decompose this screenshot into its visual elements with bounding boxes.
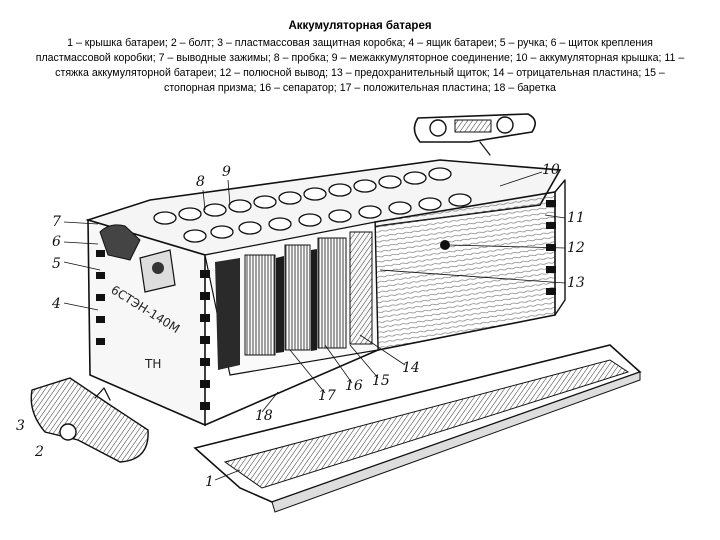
battery-lid — [193, 344, 642, 513]
callout-13: 13 — [567, 275, 585, 291]
callout-8: 8 — [196, 174, 205, 190]
callout-1: 1 — [205, 474, 214, 490]
callout-15: 15 — [372, 373, 390, 389]
callout-6: 6 — [52, 234, 61, 250]
callout-16: 16 — [345, 378, 363, 394]
battery-box — [85, 159, 566, 427]
figure-caption: 1 – крышка батареи; 2 – болт; 3 – пластм… — [35, 37, 685, 94]
callout-3: 3 — [16, 418, 25, 434]
callout-18: 18 — [255, 408, 273, 424]
callout-11: 11 — [567, 210, 585, 226]
callout-labels: 7 6 5 4 8 9 10 11 12 13 14 15 16 17 18 1… — [16, 162, 585, 490]
callout-9: 9 — [222, 164, 231, 180]
terminal-clip-detail — [30, 377, 149, 463]
pole-clamp-detail — [413, 113, 536, 156]
callout-10: 10 — [542, 162, 560, 178]
callout-7: 7 — [52, 214, 61, 230]
box-marking-tn: ТН — [144, 357, 161, 371]
callout-12: 12 — [567, 240, 585, 256]
callout-17: 17 — [318, 388, 336, 404]
callout-2: 2 — [34, 444, 44, 460]
callout-4: 4 — [51, 296, 61, 312]
callout-5: 5 — [52, 256, 61, 272]
figure-title: Аккумуляторная батарея — [288, 20, 432, 32]
callout-14: 14 — [402, 360, 420, 376]
